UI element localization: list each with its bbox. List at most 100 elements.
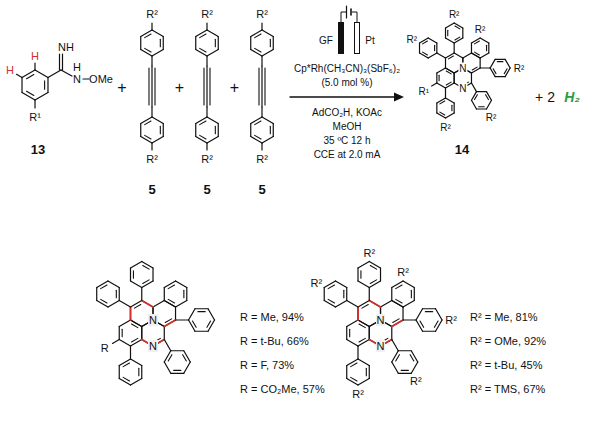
double-bond [475, 95, 478, 100]
ring-bond [207, 30, 218, 37]
double-bond [122, 329, 123, 336]
ring-bond [358, 320, 369, 327]
substituent-label: R² [362, 246, 376, 258]
ring-bond [462, 28, 463, 38]
single-bond [357, 346, 358, 359]
ring-bond [411, 362, 418, 373]
ring-bond [471, 100, 476, 109]
substituent-bond [34, 100, 35, 108]
ring-bond [186, 288, 187, 301]
atom-label: N [458, 83, 467, 94]
ring-bond [471, 92, 476, 101]
ring-bond [152, 50, 163, 57]
ring-bond [346, 327, 347, 340]
substituent-label: R² [485, 111, 498, 122]
ring-bond [273, 124, 274, 137]
ring-bond [446, 98, 455, 103]
graphite-electrode [338, 22, 344, 54]
substituent-label: R¹ [418, 85, 431, 96]
hydrogen-product: H₂ [563, 90, 580, 105]
ring-bond [324, 288, 325, 301]
substituent-label: R² [409, 375, 423, 387]
compound-number: 5 [147, 183, 156, 197]
ring-bond [22, 70, 35, 78]
substituent-label: R² [474, 24, 487, 35]
ring-bond [141, 50, 152, 57]
ring-bond [171, 373, 184, 374]
double-bond [455, 37, 460, 40]
substituent-label: R¹ [28, 111, 42, 123]
ring-bond [262, 117, 273, 124]
double-bond [62, 54, 63, 70]
ring-bond [47, 78, 48, 93]
ring-bond [398, 373, 411, 374]
substituent-bond [261, 143, 262, 150]
substituent-label: R² [255, 153, 269, 165]
double-bond [143, 265, 149, 269]
ring-bond [392, 281, 403, 288]
substituent-bond [206, 143, 207, 150]
reaction-arrow [290, 93, 404, 102]
ring-bond [153, 301, 164, 308]
double-bond [255, 135, 261, 139]
ring-bond [357, 268, 358, 281]
double-bond [183, 355, 187, 361]
ring-bond [381, 301, 392, 308]
ring-bond [480, 38, 489, 43]
ring-bond [445, 58, 446, 68]
new-bond [130, 307, 132, 320]
ring-bond [358, 320, 369, 327]
single-bond [369, 288, 370, 301]
double-bond [143, 280, 149, 284]
ring-bond [436, 103, 437, 113]
ring-bond [262, 50, 273, 57]
ring-bond [96, 288, 97, 301]
ring-bond [152, 268, 153, 281]
substituent-label: R² [448, 9, 461, 20]
ring-bond [403, 281, 414, 288]
double-bond [123, 363, 129, 367]
ring-bond [142, 262, 153, 269]
double-bond [200, 34, 206, 38]
ring-bond [35, 93, 48, 101]
ring-bond [119, 288, 120, 301]
ring-bond [196, 50, 207, 57]
triple-bond [203, 68, 204, 105]
double-bond [133, 271, 134, 278]
ring-bond [380, 268, 381, 281]
double-bond [131, 338, 137, 342]
ring-bond [131, 340, 142, 347]
double-bond [192, 321, 196, 327]
double-bond [101, 285, 107, 289]
double-bond [439, 75, 440, 81]
ring-bond [437, 83, 446, 88]
electrode-label: Pt [364, 35, 375, 46]
ring-bond [119, 340, 130, 347]
ring-bond [437, 98, 446, 103]
ring-bond [108, 301, 119, 308]
single-bond [130, 346, 131, 359]
single-bond [206, 56, 207, 66]
ring-bond [471, 68, 480, 73]
ring-bond [97, 281, 108, 288]
ring-bond [446, 68, 455, 73]
double-bond [475, 41, 480, 44]
plus-sign: + [174, 79, 185, 97]
ring-bond [119, 359, 130, 366]
double-bond [138, 368, 139, 375]
ring-bond [428, 38, 437, 43]
double-bond [447, 30, 448, 36]
ring-bond [131, 320, 142, 327]
substituent-label: R² [439, 122, 452, 133]
ring-bond [471, 38, 480, 43]
ring-bond [195, 331, 208, 332]
substituent-label: R² [145, 8, 159, 20]
ring-bond [369, 327, 370, 340]
ring-bond [141, 117, 152, 124]
substituent-label: R [100, 342, 110, 354]
double-bond [44, 81, 45, 89]
double-bond [145, 121, 151, 125]
yield-text: R² = t-Bu, 45% [470, 359, 542, 372]
ring-bond [164, 320, 175, 327]
ring-bond [428, 53, 437, 58]
